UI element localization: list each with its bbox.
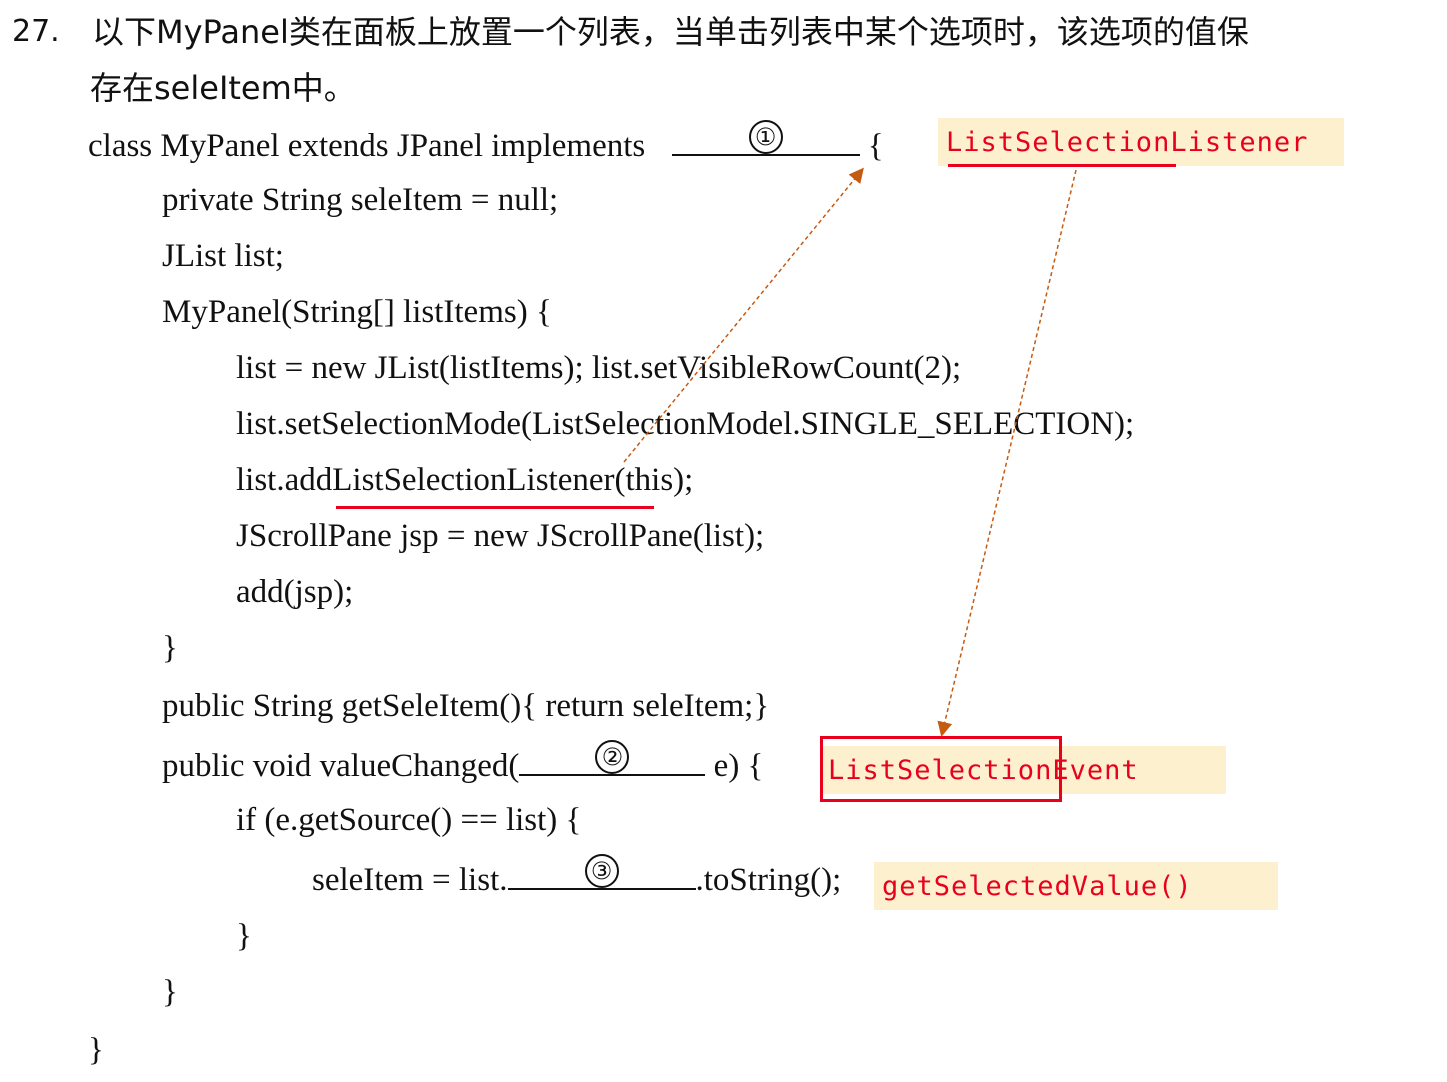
blank-3-marker: ③ <box>584 854 619 888</box>
code-line-selection-mode: list.setSelectionMode(ListSelectionModel… <box>236 406 1135 442</box>
arrow-listener-to-event <box>937 169 1077 737</box>
listener-underline <box>336 506 654 509</box>
arrow-listener-to-blank1 <box>623 167 864 463</box>
answer-1-underline <box>948 164 1176 167</box>
question-text-line1: 以下MyPanel类在面板上放置一个列表，当单击列表中某个选项时，该选项的值保 <box>92 13 1249 51</box>
code-line-constructor: MyPanel(String[] listItems) { <box>162 294 552 330</box>
question-text-line2: 存在seleItem中。 <box>90 69 356 107</box>
code-line-add-jsp: add(jsp); <box>236 574 354 610</box>
code-line-close-if: } <box>236 918 252 954</box>
blank-1-marker: ① <box>748 120 783 154</box>
blank-2: ② <box>519 740 706 776</box>
code-line-new-jlist: list = new JList(listItems); list.setVis… <box>236 350 962 386</box>
code-text: .toString(); <box>695 862 842 898</box>
answer-2-highlight-box <box>820 736 1062 802</box>
question-number: 27. <box>12 14 60 49</box>
code-line-close-method: } <box>162 974 178 1010</box>
code-text: e) { <box>705 748 764 784</box>
answer-2-box: ListSelectionEvent <box>820 746 1226 794</box>
code-line-close-class: } <box>88 1032 104 1068</box>
code-text: { <box>859 128 884 164</box>
answer-1-box: ListSelectionListener <box>938 118 1344 166</box>
code-line-assign-seleitem: seleItem = list. ③ .toString(); <box>312 854 842 900</box>
blank-1: ① <box>671 120 860 156</box>
code-line-class-decl: class MyPanel extends JPanel implements … <box>88 120 884 166</box>
code-line-field-list: JList list; <box>162 238 284 274</box>
blank-3: ③ <box>507 854 696 890</box>
code-line-getter: public String getSeleItem(){ return sele… <box>162 688 770 724</box>
code-text: public void valueChanged( <box>162 748 520 784</box>
code-line-field-seleitem: private String seleItem = null; <box>162 182 559 218</box>
code-line-if-source: if (e.getSource() == list) { <box>236 802 582 838</box>
code-line-scrollpane: JScrollPane jsp = new JScrollPane(list); <box>236 518 765 554</box>
blank-2-marker: ② <box>595 740 630 774</box>
code-line-close-constructor: } <box>162 630 178 666</box>
code-line-add-listener: list.addListSelectionListener(this); <box>236 462 694 498</box>
answer-3-box: getSelectedValue() <box>874 862 1278 910</box>
code-text: seleItem = list. <box>312 862 508 898</box>
code-text: class MyPanel extends JPanel implements <box>88 128 654 164</box>
code-line-value-changed: public void valueChanged( ② e) { <box>162 740 764 786</box>
